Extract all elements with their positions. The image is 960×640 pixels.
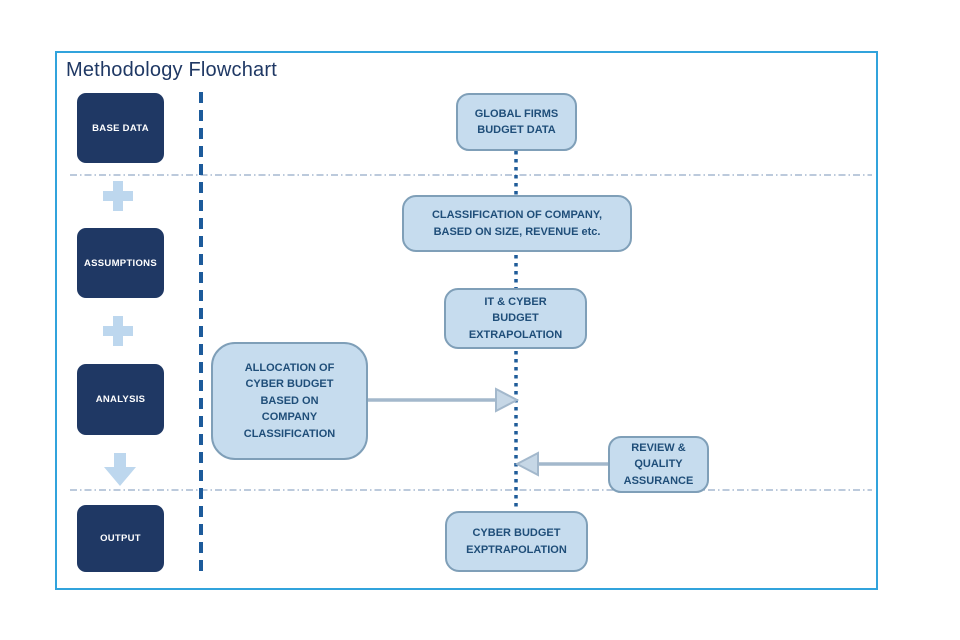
- node-label: CLASSIFICATION OF COMPANY, BASED ON SIZE…: [431, 209, 603, 238]
- page-title: Methodology Flowchart: [66, 59, 277, 81]
- node-label: REVIEW & QUALITY ASSURANCE: [623, 441, 694, 487]
- stage-analysis: ANALYSIS: [77, 364, 164, 435]
- stage-assumptions: ASSUMPTIONS: [77, 228, 164, 298]
- node-label: CYBER BUDGET EXPTRAPOLATION: [466, 527, 567, 556]
- down-arrow-shaft: [114, 453, 126, 468]
- stage-output: OUTPUT: [77, 505, 164, 572]
- node-review-quality-assurance: REVIEW & QUALITY ASSURANCE: [608, 436, 709, 493]
- node-label: IT & CYBER BUDGET EXTRAPOLATION: [468, 295, 563, 341]
- arrow-right-icon: [368, 387, 520, 413]
- node-classification-of-company: CLASSIFICATION OF COMPANY, BASED ON SIZE…: [402, 195, 632, 252]
- node-global-firms-budget-data: GLOBAL FIRMS BUDGET DATA: [456, 93, 577, 151]
- stage-label: ANALYSIS: [95, 394, 146, 405]
- arrow-left-icon: [514, 451, 608, 477]
- node-it-cyber-budget-extrapolation: IT & CYBER BUDGET EXTRAPOLATION: [444, 288, 587, 349]
- stage-base-data: BASE DATA: [77, 93, 164, 163]
- down-arrow-icon: [104, 453, 136, 487]
- node-allocation-of-cyber-budget: ALLOCATION OF CYBER BUDGET BASED ON COMP…: [211, 342, 368, 460]
- stage-label: ASSUMPTIONS: [84, 257, 157, 269]
- stage-label: OUTPUT: [100, 533, 141, 544]
- node-label: GLOBAL FIRMS BUDGET DATA: [474, 107, 559, 137]
- node-label: ALLOCATION OF CYBER BUDGET BASED ON COMP…: [243, 361, 336, 440]
- down-arrow-head: [104, 467, 136, 486]
- stage-label: BASE DATA: [92, 122, 149, 134]
- plus-icon: [103, 316, 133, 346]
- node-cyber-budget-extrapolation-output: CYBER BUDGET EXPTRAPOLATION: [445, 511, 588, 572]
- plus-icon: [103, 181, 133, 211]
